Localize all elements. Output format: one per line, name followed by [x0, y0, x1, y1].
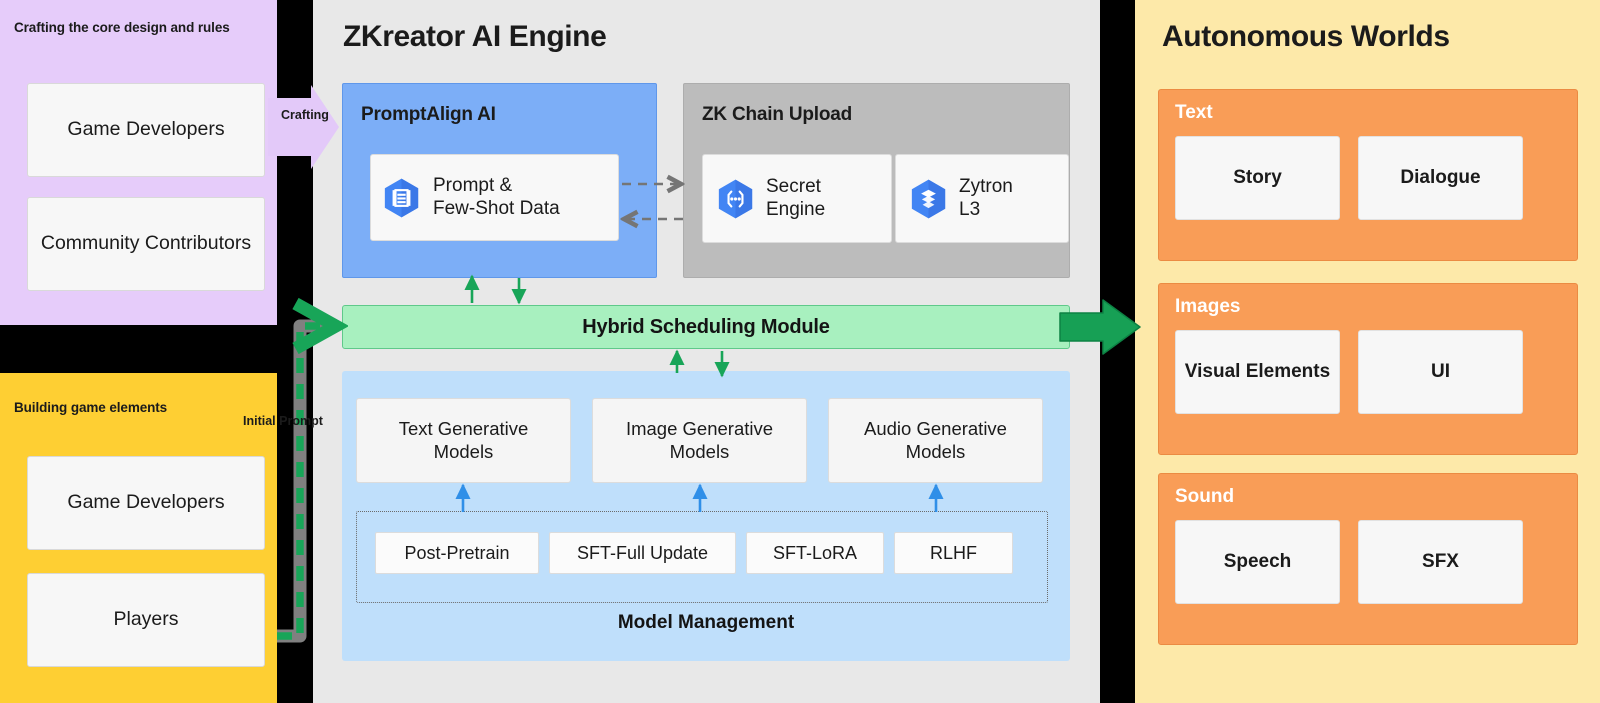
prompt-few-shot-data-card[interactable]: Prompt &Few-Shot Data: [370, 154, 619, 241]
image-gen-line1: Image Generative: [625, 418, 774, 440]
model-chip-sft-lora[interactable]: SFT-LoRA: [746, 532, 884, 574]
building-panel-caption: Building game elements: [14, 400, 168, 415]
prompt-data-hex-icon: [383, 177, 420, 219]
model-chip-sft-full-update[interactable]: SFT-Full Update: [549, 532, 736, 574]
world-group-text: Text Story Dialogue: [1158, 89, 1578, 261]
model-management-group: Post-Pretrain SFT-Full Update SFT-LoRA R…: [356, 511, 1048, 603]
zytron-l3-line1: Zytron: [959, 176, 1013, 198]
secret-engine-line1: Secret: [766, 176, 821, 198]
autonomous-worlds-panel: Autonomous Worlds Text Story Dialogue Im…: [1135, 0, 1600, 703]
model-management-caption: Model Management: [617, 612, 795, 633]
engine-title: ZKreator AI Engine: [343, 20, 607, 53]
secret-engine-line2: Engine: [766, 198, 826, 220]
stakeholder-card-community-contributors[interactable]: Community Contributors: [27, 197, 265, 291]
stakeholder-card-players[interactable]: Players: [27, 573, 265, 667]
world-group-images-title: Images: [1175, 296, 1241, 317]
initial-prompt-label: Initial Prompt: [243, 414, 323, 428]
building-panel: Building game elements Game Developers P…: [0, 373, 277, 703]
zytron-l3-line2: L3: [959, 198, 981, 220]
model-chip-post-pretrain[interactable]: Post-Pretrain: [375, 532, 539, 574]
autonomous-worlds-title: Autonomous Worlds: [1162, 20, 1450, 53]
model-chip-rlhf[interactable]: RLHF: [894, 532, 1013, 574]
image-gen-line2: Models: [669, 440, 730, 462]
world-card-visual-elements[interactable]: Visual Elements: [1175, 330, 1340, 414]
world-card-story[interactable]: Story: [1175, 136, 1340, 220]
promptalign-ai-title: PromptAlign AI: [361, 104, 496, 125]
world-group-sound-title: Sound: [1175, 486, 1235, 507]
stakeholder-card-game-developers-building[interactable]: Game Developers: [27, 456, 265, 550]
prompt-few-shot-data-label: Prompt &Few-Shot Data: [433, 175, 560, 220]
world-group-sound: Sound Speech SFX: [1158, 473, 1578, 645]
crafting-panel: Crafting the core design and rules Game …: [0, 0, 277, 325]
promptalign-ai-box: PromptAlign AI Prompt &Few-Shot Dat: [342, 83, 657, 278]
text-gen-line2: Models: [433, 440, 494, 462]
world-group-images: Images Visual Elements UI: [1158, 283, 1578, 455]
world-card-speech[interactable]: Speech: [1175, 520, 1340, 604]
world-card-ui[interactable]: UI: [1358, 330, 1523, 414]
secret-engine-hex-icon: [717, 178, 754, 220]
world-card-dialogue[interactable]: Dialogue: [1358, 136, 1523, 220]
world-group-text-title: Text: [1175, 102, 1213, 123]
stakeholder-card-game-developers-crafting[interactable]: Game Developers: [27, 83, 265, 177]
text-gen-line1: Text Generative: [398, 418, 529, 440]
zkreator-engine-panel: ZKreator AI Engine PromptAlign AI: [313, 0, 1100, 703]
prompt-data-line1: Prompt &: [433, 175, 513, 197]
crafting-arrow-label: Crafting: [281, 108, 329, 122]
world-card-sfx[interactable]: SFX: [1358, 520, 1523, 604]
zk-chain-upload-title: ZK Chain Upload: [702, 104, 853, 125]
audio-gen-line1: Audio Generative: [864, 418, 1007, 440]
prompt-data-line2: Few-Shot Data: [433, 197, 560, 219]
audio-gen-line2: Models: [905, 440, 966, 462]
hybrid-scheduling-module-bar[interactable]: Hybrid Scheduling Module: [342, 305, 1070, 349]
zytron-layers-hex-icon: [910, 178, 947, 220]
crafting-panel-caption: Crafting the core design and rules: [14, 20, 230, 35]
